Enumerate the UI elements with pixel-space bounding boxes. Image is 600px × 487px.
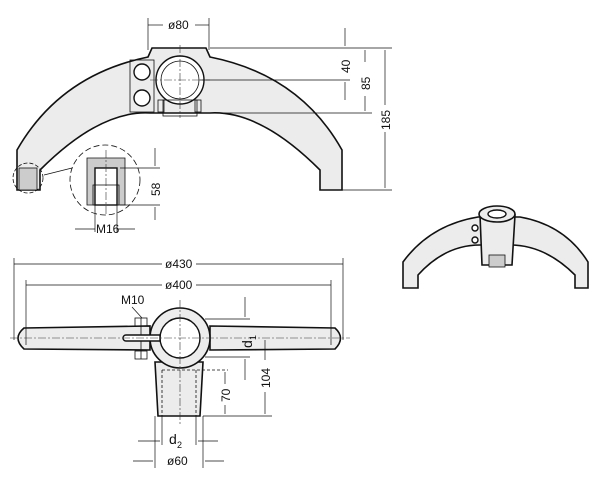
dim-d1: d 1 xyxy=(239,335,258,348)
plan-view: ø430 ø400 M10 d 1 70 104 d 2 ø60 xyxy=(10,257,350,468)
svg-text:d: d xyxy=(169,431,177,447)
dim-hub-diameter: ø80 xyxy=(168,18,189,32)
dim-m16: M16 xyxy=(96,222,120,236)
dim-stem-diameter: ø60 xyxy=(167,454,188,468)
dim-85: 85 xyxy=(359,76,373,90)
dim-inner-diameter: ø400 xyxy=(165,278,193,292)
dim-40: 40 xyxy=(339,59,353,73)
front-view: ø80 40 85 185 58 M16 xyxy=(12,18,393,236)
dim-104: 104 xyxy=(259,368,273,388)
dim-70: 70 xyxy=(219,388,233,402)
dim-58: 58 xyxy=(149,182,163,196)
dim-d2: d 2 xyxy=(169,431,182,450)
svg-text:d: d xyxy=(239,340,255,348)
svg-text:1: 1 xyxy=(248,335,258,340)
perspective-view xyxy=(402,205,589,289)
dim-185: 185 xyxy=(379,110,393,130)
dim-m10: M10 xyxy=(121,293,145,307)
dim-outer-diameter: ø430 xyxy=(165,257,193,271)
svg-text:2: 2 xyxy=(177,440,182,450)
